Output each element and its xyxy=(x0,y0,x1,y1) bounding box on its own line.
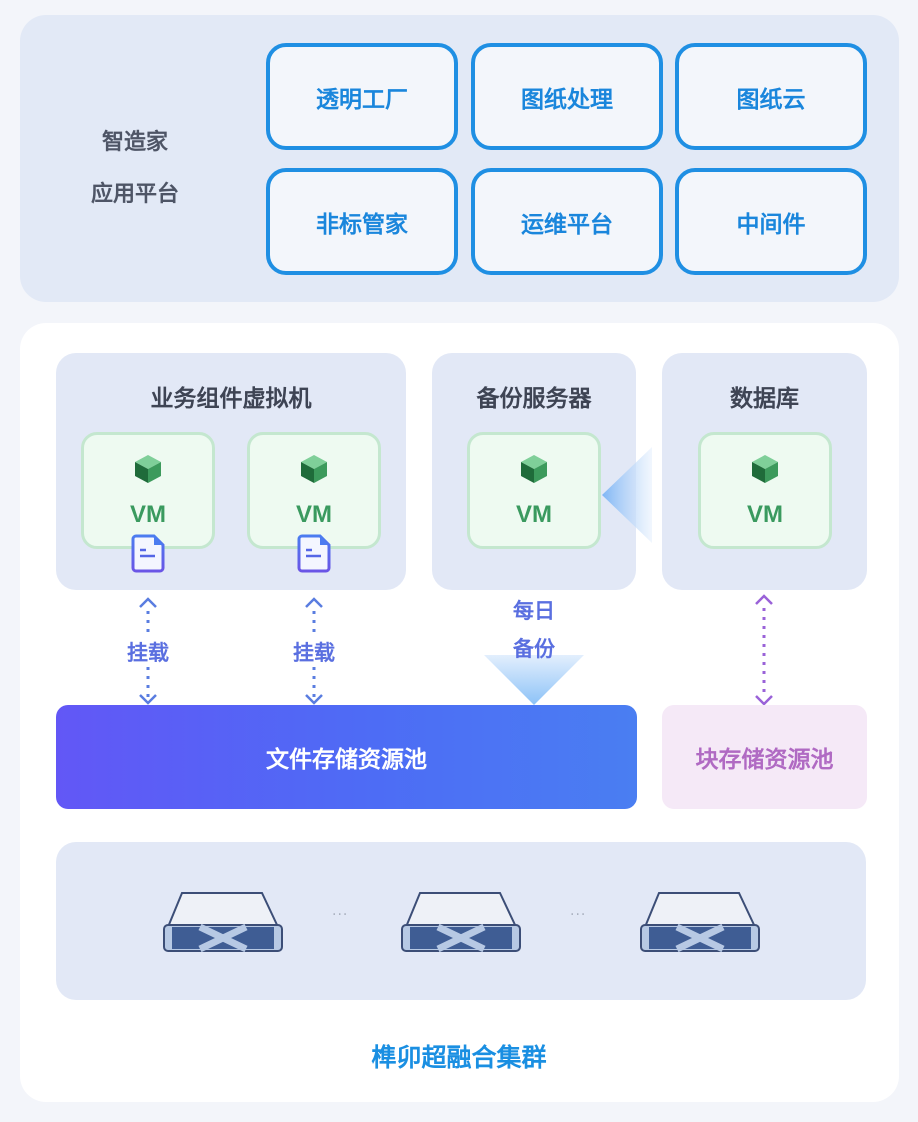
daily-backup-line1: 每日 xyxy=(513,599,555,623)
block-storage-pool[interactable]: 块存储资源池 xyxy=(662,705,867,809)
vm-label: VM xyxy=(296,501,332,528)
mount-label-2: 挂载 xyxy=(293,641,335,665)
db-to-backup-arrow-icon xyxy=(602,447,652,543)
platform-label-line1: 智造家 xyxy=(101,130,168,155)
daily-backup-label: 每日 备份 xyxy=(494,592,574,668)
platform-label: 智造家 应用平台 xyxy=(80,117,190,221)
vm-label: VM xyxy=(747,501,783,528)
cube-icon xyxy=(752,455,778,483)
business-vm-title: 业务组件虚拟机 xyxy=(150,386,312,412)
mount-arrow-1-icon xyxy=(139,597,157,705)
daily-backup-arrow-icon xyxy=(484,655,584,705)
server-icon xyxy=(401,892,521,953)
app-transparent-factory[interactable]: 透明工厂 xyxy=(266,43,458,150)
document-icon xyxy=(297,534,331,573)
ellipsis-2: ··· xyxy=(570,907,587,923)
server-icon xyxy=(163,892,283,953)
vm-label: VM xyxy=(130,501,166,528)
ellipsis-1: ··· xyxy=(332,907,349,923)
app-drawing-cloud[interactable]: 图纸云 xyxy=(675,43,867,150)
backup-server-title: 备份服务器 xyxy=(476,386,592,412)
platform-label-line2: 应用平台 xyxy=(90,182,179,207)
vm-card-business-1[interactable]: VM xyxy=(81,432,215,549)
database-block-arrow-icon xyxy=(755,594,773,706)
vm-card-database[interactable]: VM xyxy=(698,432,832,549)
vm-label: VM xyxy=(516,501,552,528)
cube-icon xyxy=(301,455,327,483)
file-storage-pool[interactable]: 文件存储资源池 xyxy=(56,705,637,809)
mount-arrow-2-icon xyxy=(305,597,323,705)
daily-backup-line2: 备份 xyxy=(513,637,555,661)
server-icon xyxy=(640,892,760,953)
app-nonstandard-manager[interactable]: 非标管家 xyxy=(266,168,458,275)
vm-card-backup[interactable]: VM xyxy=(467,432,601,549)
cube-icon xyxy=(521,455,547,483)
app-drawing-processing[interactable]: 图纸处理 xyxy=(471,43,663,150)
app-middleware[interactable]: 中间件 xyxy=(675,168,867,275)
document-icon xyxy=(131,534,165,573)
vm-card-business-2[interactable]: VM xyxy=(247,432,381,549)
mount-label-1: 挂载 xyxy=(127,641,169,665)
cube-icon xyxy=(135,455,161,483)
cluster-title: 榫卯超融合集群 xyxy=(371,1043,547,1072)
database-title: 数据库 xyxy=(730,386,799,412)
app-ops-platform[interactable]: 运维平台 xyxy=(471,168,663,275)
